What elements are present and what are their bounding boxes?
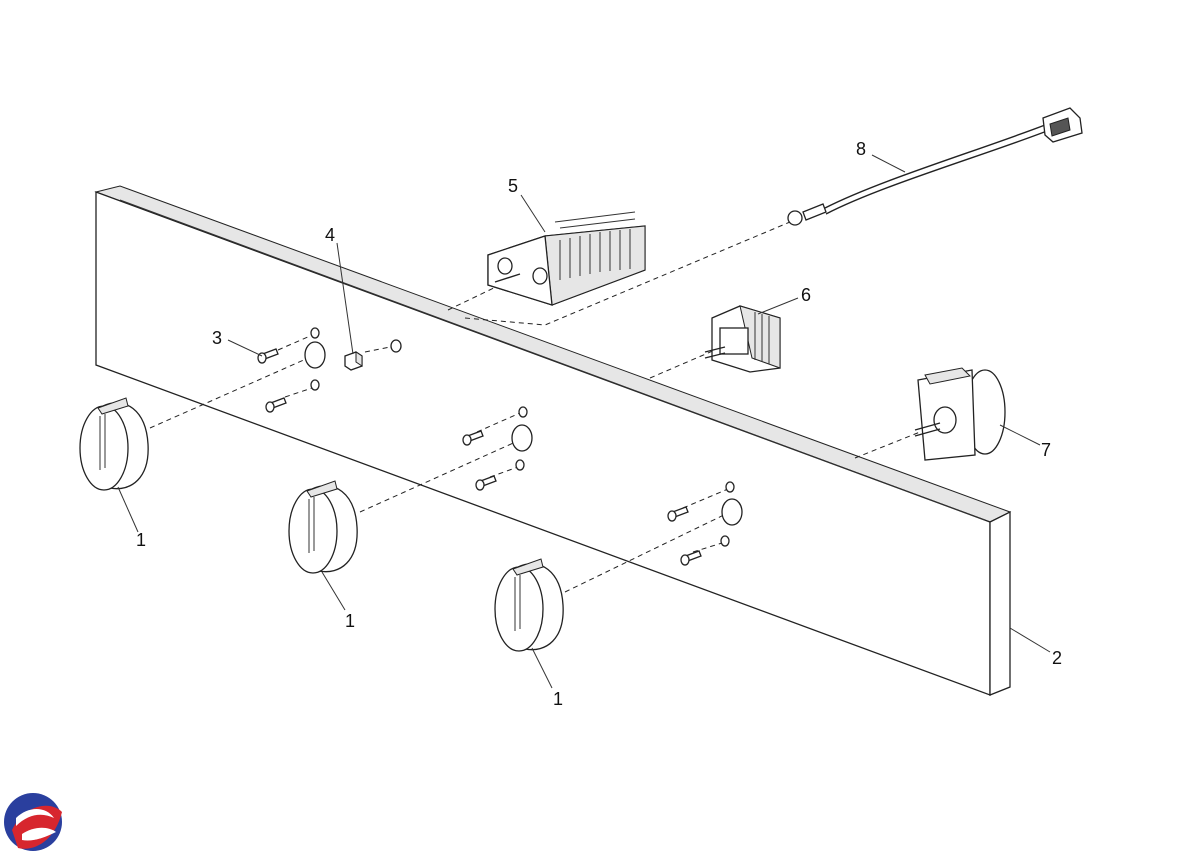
callout-timer: 7 (1041, 440, 1051, 460)
knob-right (494, 558, 564, 652)
screw-6 (680, 550, 702, 566)
clip (344, 351, 363, 371)
sensor-cable (787, 107, 1083, 226)
callout-clip: 4 (325, 225, 335, 245)
callout-labels: 1 1 1 2 3 4 5 6 7 8 (136, 139, 1062, 709)
knob-middle (288, 480, 358, 574)
callout-sensor-cable: 8 (856, 139, 866, 159)
screw-2 (265, 397, 287, 413)
callout-knob-right: 1 (553, 689, 563, 709)
screw-1 (257, 348, 279, 364)
screw-4 (475, 475, 497, 491)
knob-left (79, 397, 149, 491)
brand-swirl-logo-icon (4, 793, 62, 851)
thermostat (704, 305, 781, 373)
callout-knob-left: 1 (136, 530, 146, 550)
callout-knob-middle: 1 (345, 611, 355, 631)
leader-lines (117, 154, 1051, 689)
panel-holes (304, 327, 743, 547)
screw-3 (462, 430, 484, 446)
callout-screw: 3 (212, 328, 222, 348)
callout-panel: 2 (1052, 648, 1062, 668)
screw-5 (667, 506, 689, 522)
callout-selector-switch: 5 (508, 176, 518, 196)
callout-thermostat: 6 (801, 285, 811, 305)
selector-switch (487, 211, 646, 306)
control-panel (94, 185, 1012, 696)
timer (914, 367, 1006, 461)
assembly-guide-lines (149, 221, 921, 593)
screws (257, 348, 702, 566)
